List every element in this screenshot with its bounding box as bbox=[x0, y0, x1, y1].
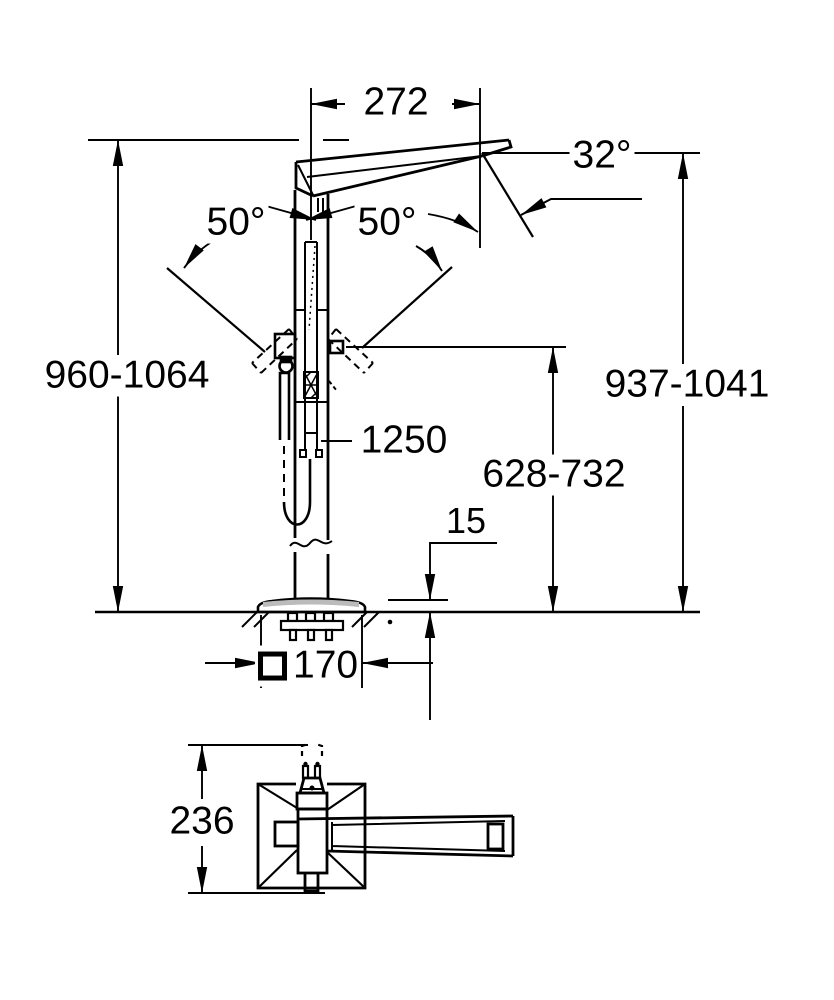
dim-label-spout-height: 937-1041 bbox=[601, 364, 773, 406]
side-outlet bbox=[328, 339, 345, 355]
dim-label-top-view-depth: 236 bbox=[166, 801, 238, 843]
dim-label-swivel-left: 50° bbox=[203, 202, 269, 244]
dim-label-spout-projection: 272 bbox=[360, 82, 432, 124]
side-view-spout bbox=[294, 138, 513, 198]
spout-counterweight bbox=[273, 820, 300, 848]
dim-label-spout-angle: 32° bbox=[569, 135, 635, 177]
side-view-column bbox=[289, 190, 333, 600]
square-section-symbol-icon bbox=[258, 651, 287, 681]
dimension-lines bbox=[88, 88, 700, 894]
top-view bbox=[256, 742, 515, 893]
dim-label-base-thickness: 15 bbox=[442, 502, 490, 540]
spout-top-view bbox=[273, 814, 515, 858]
bottom-connector bbox=[303, 873, 320, 893]
dim-label-swivel-right: 50° bbox=[354, 202, 420, 244]
handle-ghost-top-view bbox=[300, 742, 324, 756]
dim-label-base-width-value: 170 bbox=[293, 643, 359, 687]
hose-loop bbox=[282, 459, 312, 526]
side-view-handle bbox=[273, 332, 345, 526]
dim-label-overall-height: 960-1064 bbox=[41, 355, 213, 397]
dim-label-base-width: 170 bbox=[255, 643, 362, 687]
dim-label-hose-length: 1250 bbox=[357, 420, 451, 462]
dim-label-handle-height: 628-732 bbox=[479, 454, 629, 496]
floor-mounting-kit bbox=[279, 611, 345, 642]
handle-top-view bbox=[295, 761, 329, 811]
base-plate-top-view bbox=[256, 782, 367, 890]
side-view-base bbox=[95, 597, 700, 642]
handle-swing-ghosts bbox=[251, 328, 374, 374]
